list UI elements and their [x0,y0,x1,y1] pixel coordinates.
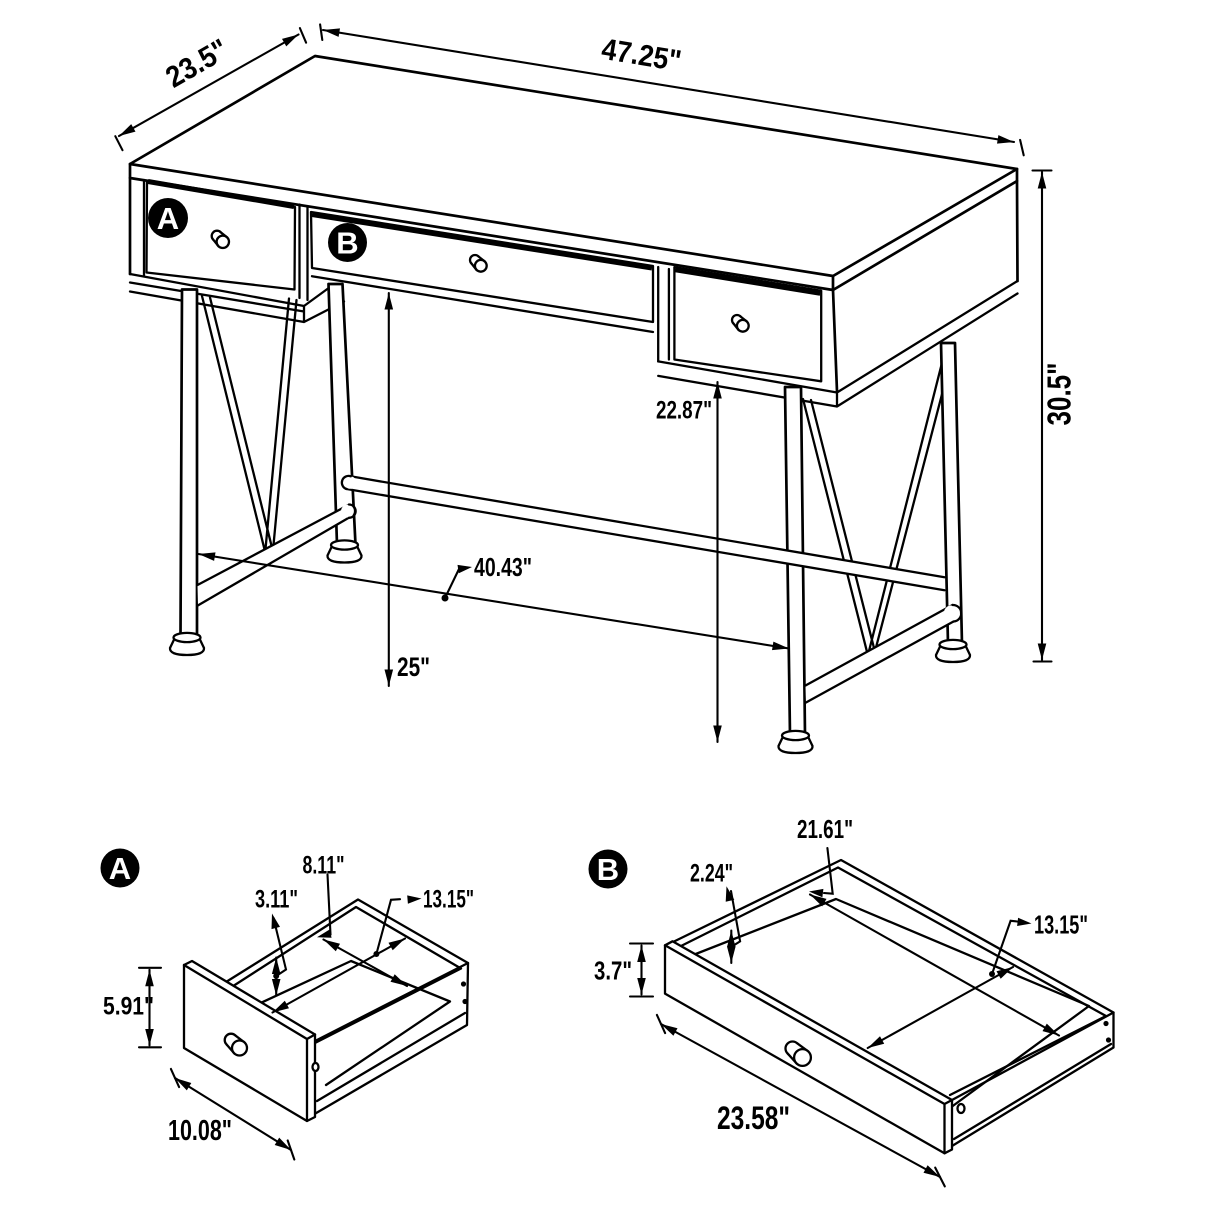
svg-text:A: A [109,851,131,886]
svg-text:B: B [336,226,358,261]
svg-text:5.91": 5.91" [103,993,154,1021]
svg-text:B: B [597,852,619,887]
svg-text:25": 25" [397,652,430,682]
svg-text:13.15": 13.15" [423,886,474,914]
svg-text:3.7": 3.7" [594,956,632,986]
svg-text:23.58": 23.58" [717,1100,790,1136]
svg-text:40.43": 40.43" [474,552,532,582]
svg-text:30.5": 30.5" [1041,363,1078,426]
svg-text:3.11": 3.11" [255,886,298,914]
svg-text:22.87": 22.87" [656,397,712,425]
svg-text:2.24": 2.24" [690,860,733,888]
svg-text:A: A [157,201,179,236]
svg-text:8.11": 8.11" [303,852,345,880]
svg-text:10.08": 10.08" [168,1115,232,1147]
svg-text:13.15": 13.15" [1034,910,1088,940]
svg-text:21.61": 21.61" [797,814,853,844]
